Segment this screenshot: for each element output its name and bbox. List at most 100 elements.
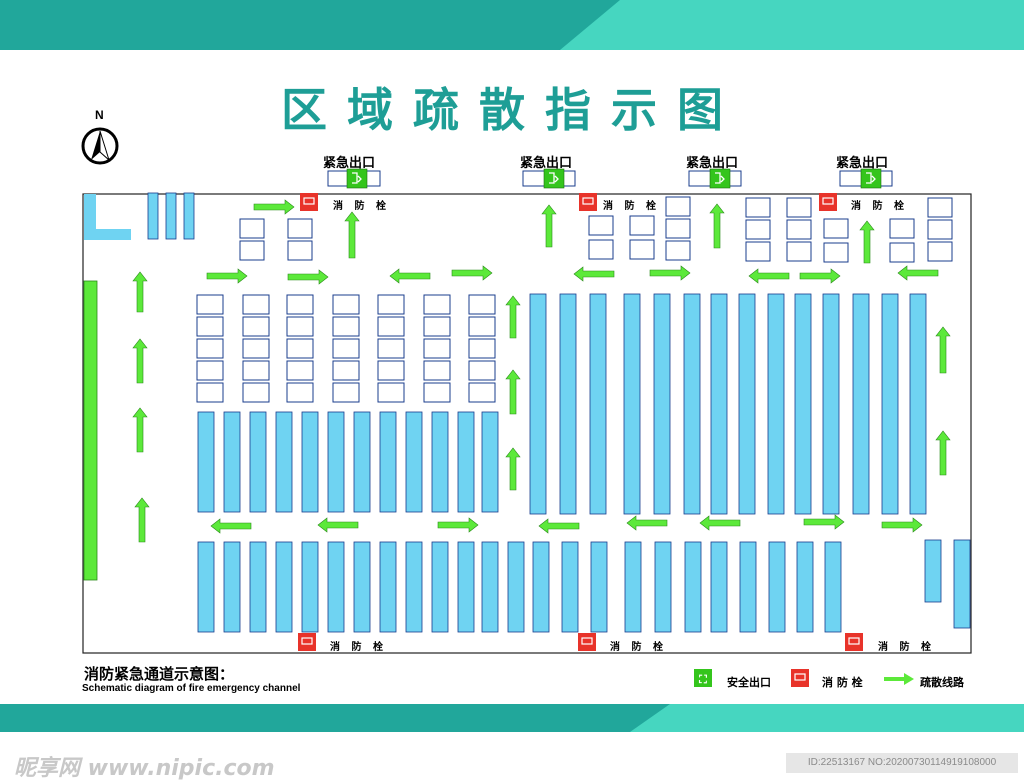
legend-hydrant-icon — [791, 669, 809, 687]
shelf-41 — [507, 541, 525, 633]
fire-hydrant-icon — [819, 193, 837, 211]
box — [286, 294, 314, 315]
box — [286, 338, 314, 359]
box — [332, 294, 360, 315]
fire-hydrant-icon — [579, 193, 597, 211]
shelf-23 — [767, 293, 785, 515]
box — [196, 316, 224, 337]
exit-sign-icon — [688, 168, 742, 189]
shelf-10 — [379, 411, 397, 513]
box — [242, 360, 270, 381]
shelf-19 — [653, 293, 671, 515]
box — [823, 242, 849, 263]
box — [889, 218, 915, 239]
shelf-34 — [327, 541, 345, 633]
shelf-17 — [589, 293, 607, 515]
shelf-18 — [623, 293, 641, 515]
arrow-up-icon — [935, 430, 951, 476]
evacuation-arrows — [132, 199, 951, 543]
shelf-21 — [710, 293, 728, 515]
hydrant-label-3: 消 防 栓 — [851, 201, 908, 212]
box — [196, 294, 224, 315]
box — [468, 360, 496, 381]
box — [665, 240, 691, 261]
shelf-40 — [481, 541, 499, 633]
box — [889, 242, 915, 263]
exit-label-4: 紧急出口 — [836, 156, 889, 171]
shelf-28 — [909, 293, 927, 515]
arrow-left-icon — [389, 268, 431, 284]
box — [823, 218, 849, 239]
exit-sign-icon — [839, 168, 893, 189]
box — [423, 338, 451, 359]
svg-text:⛶: ⛶ — [698, 673, 707, 686]
shelf-25 — [822, 293, 840, 515]
box — [332, 382, 360, 403]
shelf-24 — [794, 293, 812, 515]
arrow-left-icon — [317, 517, 359, 533]
shelf-32 — [275, 541, 293, 633]
box — [242, 294, 270, 315]
arrow-right-icon — [451, 265, 493, 281]
box — [287, 240, 313, 261]
box — [239, 218, 265, 239]
box — [588, 215, 614, 236]
arrow-right-icon — [803, 514, 845, 530]
box — [423, 316, 451, 337]
arrow-up-icon — [344, 211, 360, 259]
floor-boundary — [82, 193, 972, 654]
arrow-up-icon — [935, 326, 951, 374]
left-green-wall — [83, 280, 98, 581]
shelf-38 — [431, 541, 449, 633]
shelf-16 — [559, 293, 577, 515]
shelf-50 — [768, 541, 786, 633]
exit-signs — [327, 168, 893, 189]
box — [745, 241, 771, 262]
hydrant-signs — [298, 193, 863, 651]
box — [665, 196, 691, 217]
hydrant-label-5: 消 防 栓 — [610, 642, 667, 653]
box — [786, 241, 812, 262]
arrow-up-icon — [859, 220, 875, 264]
exit-label-2: 紧急出口 — [520, 156, 573, 171]
box — [332, 360, 360, 381]
arrow-right-icon — [206, 268, 248, 284]
shelf-45 — [624, 541, 642, 633]
shelf-27 — [881, 293, 899, 515]
box — [665, 218, 691, 239]
shelf-26 — [852, 293, 870, 515]
box — [629, 215, 655, 236]
arrow-up-icon — [505, 447, 521, 491]
shelf-31 — [249, 541, 267, 633]
shelf-9 — [353, 411, 371, 513]
legend-exit-label: 安全出口 — [727, 676, 771, 689]
arrow-up-icon — [132, 338, 148, 384]
shelf-49 — [739, 541, 757, 633]
exit-sign-icon — [327, 168, 381, 189]
fire-hydrant-icon — [300, 193, 318, 211]
exit-label-3: 紧急出口 — [686, 156, 739, 171]
shelf-53 — [924, 539, 942, 603]
arrow-left-icon — [210, 518, 252, 534]
box — [468, 382, 496, 403]
page-title: 区域疏散指示图 — [281, 83, 743, 137]
box — [629, 239, 655, 260]
box — [423, 382, 451, 403]
box — [745, 197, 771, 218]
shelf-4 — [223, 411, 241, 513]
shelf-13 — [457, 411, 475, 513]
arrow-up-icon — [132, 407, 148, 453]
arrow-left-icon — [626, 515, 668, 531]
shelf-36 — [379, 541, 397, 633]
box — [588, 239, 614, 260]
arrow-up-icon — [505, 295, 521, 339]
box — [377, 316, 405, 337]
legend-exit-icon: ⛶ — [694, 669, 712, 687]
shelf-51 — [796, 541, 814, 633]
caption-english: Schematic diagram of fire emergency chan… — [82, 683, 301, 694]
shelf-20 — [683, 293, 701, 515]
north-label: N — [95, 108, 104, 122]
arrow-up-icon — [134, 497, 150, 543]
shelf-37 — [405, 541, 423, 633]
box — [786, 219, 812, 240]
